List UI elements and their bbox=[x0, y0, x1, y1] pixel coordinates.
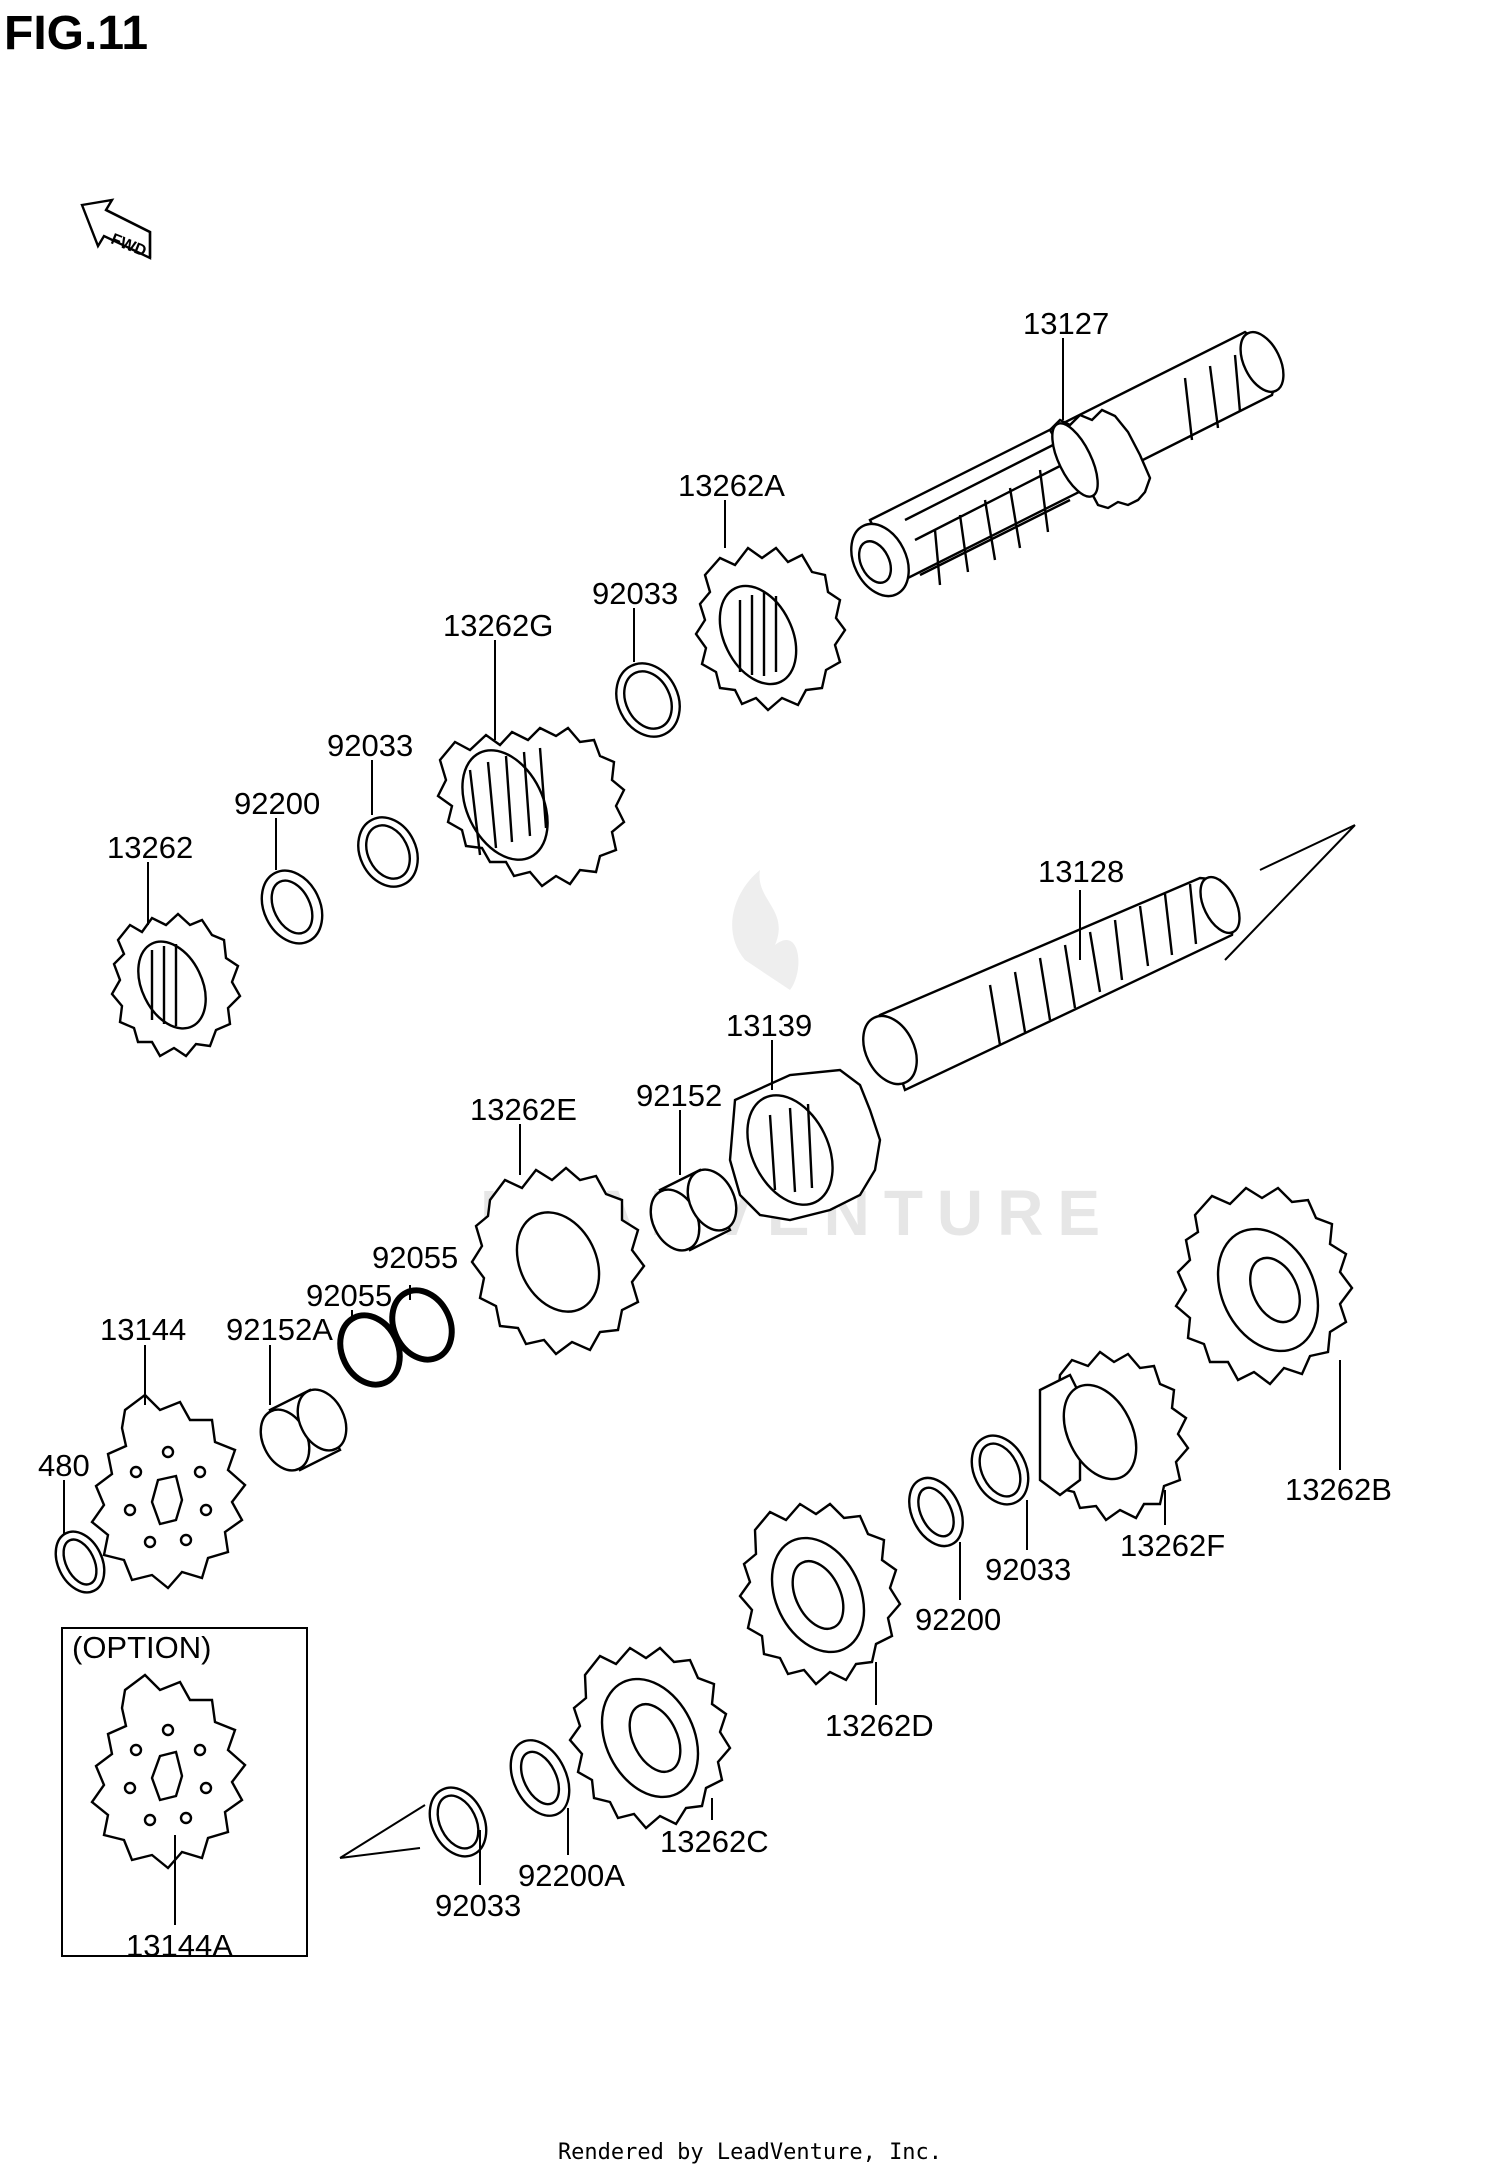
label-92033-b: 92033 bbox=[327, 728, 413, 763]
part-13128 bbox=[862, 824, 1356, 1092]
label-92055-b: 92055 bbox=[306, 1278, 392, 1313]
label-92033-c: 92033 bbox=[985, 1552, 1071, 1587]
part-480 bbox=[54, 1530, 106, 1594]
part-13127 bbox=[850, 330, 1285, 598]
label-92152: 92152 bbox=[636, 1078, 722, 1113]
leader-lines bbox=[63, 338, 1341, 1925]
label-92055-a: 92055 bbox=[372, 1240, 458, 1275]
option-box: (OPTION) bbox=[61, 1627, 308, 1957]
part-92033-lower-right bbox=[970, 1434, 1030, 1506]
part-13262E bbox=[470, 1166, 646, 1356]
label-92152A: 92152A bbox=[226, 1312, 333, 1347]
part-13139 bbox=[728, 1068, 882, 1222]
part-92200-lower bbox=[908, 1476, 964, 1548]
part-92033-lower-left bbox=[339, 1786, 488, 1859]
label-13262E: 13262E bbox=[470, 1092, 577, 1127]
part-13262G bbox=[436, 726, 626, 888]
label-480: 480 bbox=[38, 1448, 90, 1483]
part-13144 bbox=[90, 1393, 247, 1590]
part-92152 bbox=[649, 1168, 738, 1252]
part-92200-upper bbox=[260, 869, 324, 945]
fwd-arrow-icon: FWD bbox=[80, 198, 152, 260]
label-13144: 13144 bbox=[100, 1312, 186, 1347]
part-92033-mid bbox=[357, 816, 419, 888]
part-92033-upper bbox=[615, 662, 681, 738]
label-92033-d: 92033 bbox=[435, 1888, 521, 1923]
part-13262A bbox=[694, 546, 847, 712]
label-13262C: 13262C bbox=[660, 1824, 769, 1859]
label-13262G: 13262G bbox=[443, 608, 553, 643]
label-13128: 13128 bbox=[1038, 854, 1124, 889]
label-13127: 13127 bbox=[1023, 306, 1109, 341]
option-label: (OPTION) bbox=[72, 1630, 212, 1665]
label-13262A: 13262A bbox=[678, 468, 785, 503]
part-13262B bbox=[1174, 1186, 1354, 1386]
part-13262D bbox=[738, 1502, 902, 1686]
label-13144A: 13144A bbox=[126, 1928, 233, 1963]
footer-credit: Rendered by LeadVenture, Inc. bbox=[557, 2140, 943, 2165]
part-92152A bbox=[259, 1388, 348, 1472]
label-13262F: 13262F bbox=[1120, 1528, 1225, 1563]
part-13262 bbox=[110, 912, 242, 1058]
label-92033-a: 92033 bbox=[592, 576, 678, 611]
figure-title: FIG.11 bbox=[4, 7, 149, 60]
label-92200-a: 92200 bbox=[234, 786, 320, 821]
part-92200A bbox=[509, 1739, 571, 1817]
label-92200-b: 92200 bbox=[915, 1602, 1001, 1637]
part-92055-b bbox=[337, 1312, 403, 1388]
label-13139: 13139 bbox=[726, 1008, 812, 1043]
label-13262B: 13262B bbox=[1285, 1472, 1392, 1507]
part-13262C bbox=[568, 1646, 732, 1830]
part-92055-a bbox=[389, 1287, 455, 1363]
part-labels: 13127 13262A 92033 13262G 92033 92200 13… bbox=[38, 306, 1392, 1963]
part-13262F bbox=[1038, 1350, 1190, 1522]
label-13262: 13262 bbox=[107, 830, 193, 865]
label-13262D: 13262D bbox=[825, 1708, 934, 1743]
label-92200A: 92200A bbox=[518, 1858, 625, 1893]
